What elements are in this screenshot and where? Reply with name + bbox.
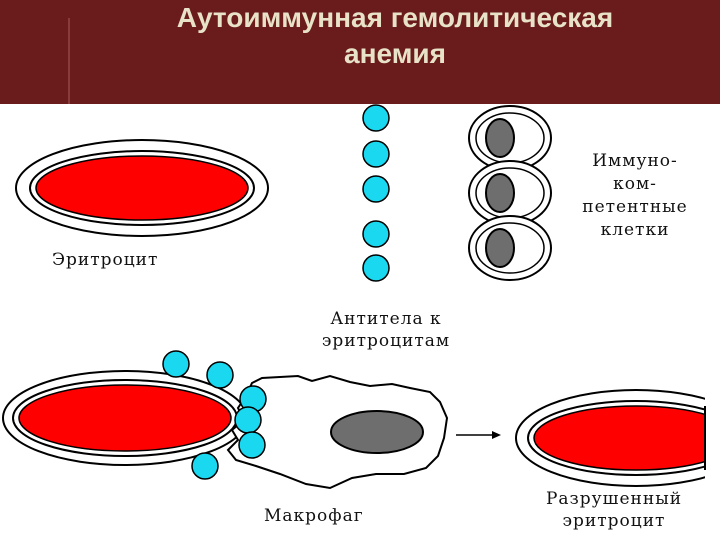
antibody-dot: [362, 220, 390, 248]
immune-cells: [468, 105, 552, 281]
title-line-1: Аутоиммунная гемолитическая: [176, 2, 614, 33]
label-destroyed-line: эритроцит: [562, 511, 666, 531]
label-immune-line: Иммуно-: [592, 151, 678, 171]
immune-cell: [468, 105, 552, 171]
erythrocyte-opsonized: [2, 370, 248, 466]
page-title: Аутоиммунная гемолитическая анемия: [70, 0, 720, 88]
antibody-column: [362, 104, 390, 282]
label-immune-line: ком-: [613, 174, 657, 194]
label-destroyed: Разрушенный эритроцит: [524, 488, 704, 532]
antibody-dot: [362, 104, 390, 132]
antibody-dot: [238, 431, 266, 459]
title-divider: [68, 18, 70, 104]
label-antibodies: Антитела к эритроцитам: [296, 308, 476, 352]
antibody-dot: [162, 350, 190, 378]
bound-antibodies: [162, 350, 267, 480]
macrophage-nucleus: [330, 410, 424, 454]
antibody-dot: [362, 175, 390, 203]
antibody-dot: [362, 254, 390, 282]
label-immune-line: петентные: [582, 197, 688, 217]
label-destroyed-line: Разрушенный: [545, 489, 683, 509]
label-erythrocyte: Эритроцит: [52, 250, 159, 270]
immune-cell: [468, 160, 552, 226]
antibody-dot: [234, 406, 262, 434]
immune-cell: [468, 215, 552, 281]
label-macrophage: Макрофаг: [264, 506, 364, 526]
antibody-dot: [191, 452, 219, 480]
label-antibodies-line: эритроцитам: [321, 331, 451, 351]
erythrocyte-destroyed: [515, 380, 720, 500]
macrophage: [226, 374, 449, 490]
antibody-dot: [362, 140, 390, 168]
label-immune-cells: Иммуно- ком- петентные клетки: [560, 150, 710, 242]
label-antibodies-line: Антитела к: [330, 309, 442, 329]
antibody-dot: [206, 361, 234, 389]
title-bar: Аутоиммунная гемолитическая анемия: [0, 0, 720, 104]
erythrocyte-normal: [15, 139, 269, 237]
title-line-2: анемия: [344, 38, 446, 69]
label-immune-line: клетки: [600, 220, 670, 240]
arrow: [456, 431, 501, 439]
